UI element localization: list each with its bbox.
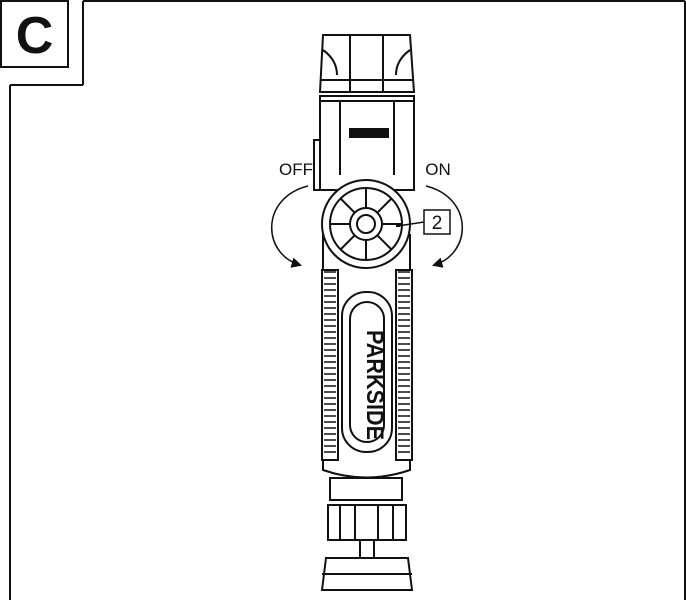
page-frame [9, 0, 686, 600]
battery-led-indicator [349, 128, 389, 138]
flashlight-device [313, 34, 416, 591]
callout-leader [397, 221, 425, 227]
off-arrow [271, 185, 309, 268]
panel-letter: C [16, 7, 54, 65]
brand-label: PARKSIDE [361, 330, 388, 440]
device-end-cap [327, 504, 407, 541]
device-upper-body [319, 95, 415, 191]
on-label: ON [425, 160, 451, 179]
on-arrow [425, 185, 463, 268]
callout-number: 2 [432, 213, 443, 234]
callout-box [423, 209, 451, 235]
device-collar [329, 477, 403, 501]
panel-letter-box: C [0, 0, 69, 68]
off-label: OFF [279, 160, 313, 179]
device-head [318, 34, 416, 93]
